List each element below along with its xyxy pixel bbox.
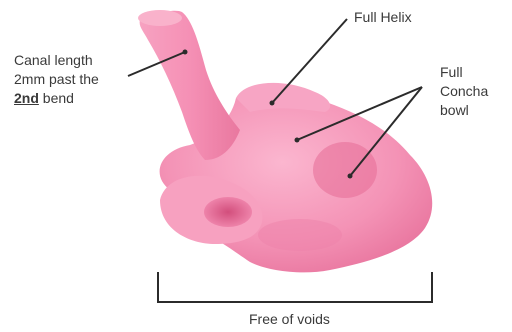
impression-helix (236, 83, 330, 112)
lobe-cavity (204, 197, 252, 227)
concha-leader-dot-1 (295, 138, 300, 143)
canal-leader-dot (183, 50, 188, 55)
concha-bowl-shadow (313, 142, 377, 198)
concha-label-line-1: Full (440, 63, 488, 82)
canal-length-label: Canal length 2mm past the 2nd bend (14, 51, 99, 108)
full-helix-label: Full Helix (354, 8, 412, 27)
helix-leader-dot (270, 101, 275, 106)
free-of-voids-label: Free of voids (249, 310, 330, 329)
concha-label-line-2: Concha (440, 82, 488, 101)
body-shadow (258, 219, 342, 251)
concha-label-line-3: bowl (440, 101, 488, 120)
canal-label-emphasis: 2nd (14, 90, 39, 106)
canal-label-rest: bend (39, 90, 74, 106)
impression-canal (140, 11, 240, 160)
voids-bracket (158, 272, 432, 302)
canal-label-line-3: 2nd bend (14, 89, 99, 108)
concha-leader-dot-2 (348, 174, 353, 179)
canal-label-line-2: 2mm past the (14, 70, 99, 89)
canal-label-line-1: Canal length (14, 51, 99, 70)
canal-tip (138, 10, 182, 26)
full-concha-label: Full Concha bowl (440, 63, 488, 120)
